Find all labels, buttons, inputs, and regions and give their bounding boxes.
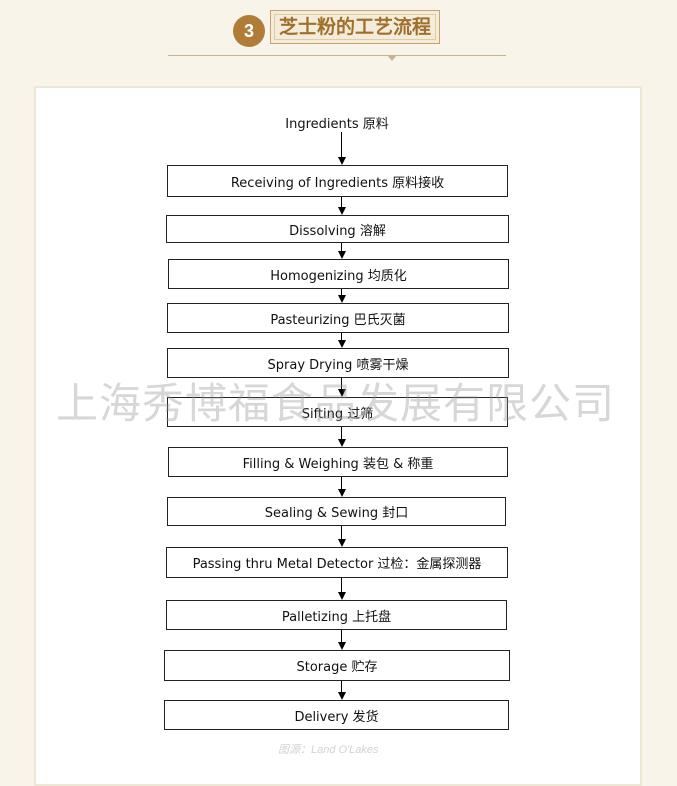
flow-step-delivery: Delivery 发货 xyxy=(164,700,509,730)
arrow-head-icon xyxy=(337,207,346,215)
flow-step-dissolving: Dissolving 溶解 xyxy=(166,215,509,243)
flow-step-storage: Storage 贮存 xyxy=(164,650,510,681)
flow-connector xyxy=(341,243,342,252)
flow-connector xyxy=(341,681,342,693)
flow-connector xyxy=(341,578,342,593)
flow-connector xyxy=(341,630,342,643)
image-source-credit: 图源：Land O'Lakes xyxy=(278,744,379,756)
flow-connector xyxy=(341,333,342,341)
header-divider-notch xyxy=(387,55,397,61)
arrow-head-icon xyxy=(337,692,346,700)
header-divider xyxy=(168,55,506,56)
arrow-head-icon xyxy=(337,642,346,650)
flow-step-sealing-sewing: Sealing & Sewing 封口 xyxy=(167,497,506,526)
flow-connector xyxy=(341,378,342,390)
arrow-head-icon xyxy=(337,251,346,259)
flow-step-pasteurizing: Pasteurizing 巴氏灭菌 xyxy=(167,303,509,333)
flow-step-ingredients: Ingredients 原料 xyxy=(285,116,389,132)
arrow-head-icon xyxy=(337,157,346,165)
flow-connector xyxy=(341,477,342,490)
arrow-head-icon xyxy=(337,340,346,348)
arrow-head-icon xyxy=(337,489,346,497)
step-number-badge: 3 xyxy=(233,15,265,47)
flow-step-filling-weighing: Filling & Weighing 装包 & 称重 xyxy=(168,447,508,477)
arrow-head-icon xyxy=(337,592,346,600)
arrow-head-icon xyxy=(337,439,346,447)
section-title: 芝士粉的工艺流程 xyxy=(270,10,440,44)
arrow-head-icon xyxy=(337,389,346,397)
flow-step-metal-detector: Passing thru Metal Detector 过检：金属探测器 xyxy=(166,547,508,578)
flow-connector xyxy=(341,526,342,540)
flow-connector xyxy=(341,289,342,296)
flow-step-sifting: Sifting 过筛 xyxy=(167,397,508,427)
section-header: 3 芝士粉的工艺流程 xyxy=(0,0,677,80)
flow-step-receiving: Receiving of Ingredients 原料接收 xyxy=(167,165,508,197)
flow-connector xyxy=(341,427,342,440)
flow-step-homogenizing: Homogenizing 均质化 xyxy=(168,259,509,289)
flow-step-palletizing: Palletizing 上托盘 xyxy=(166,600,507,630)
flow-connector xyxy=(341,132,342,158)
arrow-head-icon xyxy=(337,539,346,547)
flow-connector xyxy=(341,197,342,208)
flow-step-spray-drying: Spray Drying 喷雾干燥 xyxy=(167,348,509,378)
arrow-head-icon xyxy=(337,295,346,303)
